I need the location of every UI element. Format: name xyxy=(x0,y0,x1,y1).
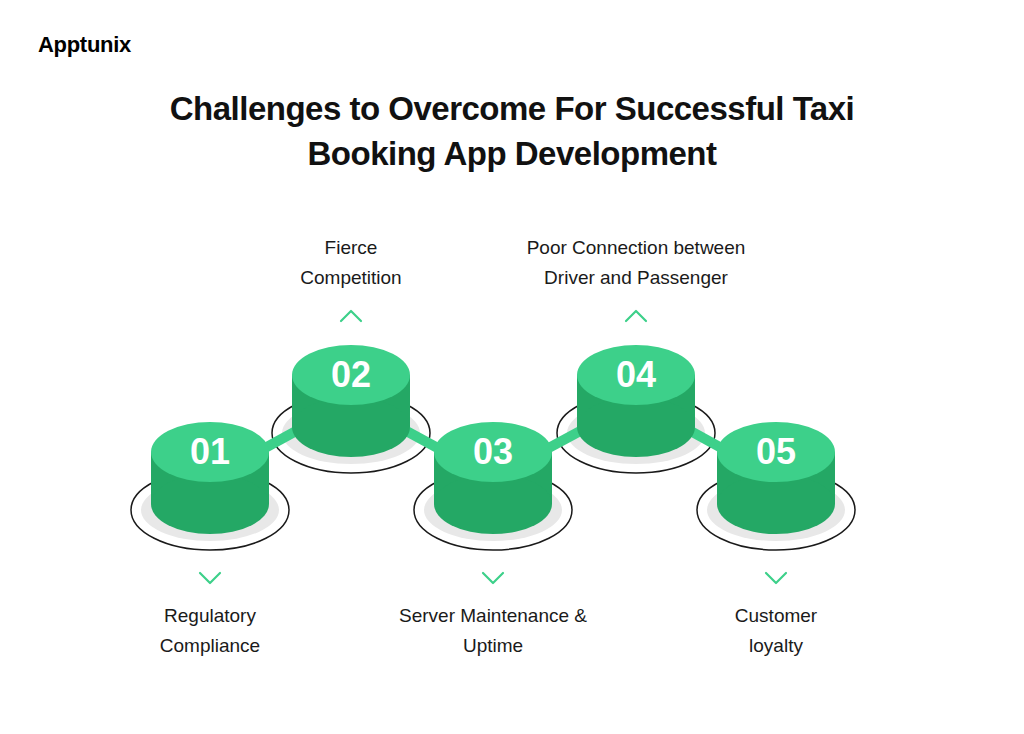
challenge-label: Regulatory Compliance xyxy=(135,601,285,661)
challenge-label: Server Maintenance & Uptime xyxy=(386,601,601,661)
step-number: 01 xyxy=(151,430,269,474)
logo-text: Apptunix xyxy=(38,32,131,58)
cylinder-node: 02Fierce Competition xyxy=(292,345,410,457)
step-number: 02 xyxy=(292,353,410,397)
cylinder-node: 03Server Maintenance & Uptime xyxy=(434,422,552,534)
diagram-title: Challenges to Overcome For Successful Ta… xyxy=(132,86,892,176)
challenge-label: Customer loyalty xyxy=(711,601,841,661)
challenge-label: Fierce Competition xyxy=(281,233,421,293)
cylinder-node: 04Poor Connection between Driver and Pas… xyxy=(577,345,695,457)
step-number: 04 xyxy=(577,353,695,397)
challenge-label: Poor Connection between Driver and Passe… xyxy=(504,233,769,293)
chevrons xyxy=(200,311,786,583)
step-number: 03 xyxy=(434,430,552,474)
cylinder-node: 01Regulatory Compliance xyxy=(151,422,269,534)
base-rings xyxy=(131,393,855,550)
cylinder-node: 05Customer loyalty xyxy=(717,422,835,534)
step-number: 05 xyxy=(717,430,835,474)
